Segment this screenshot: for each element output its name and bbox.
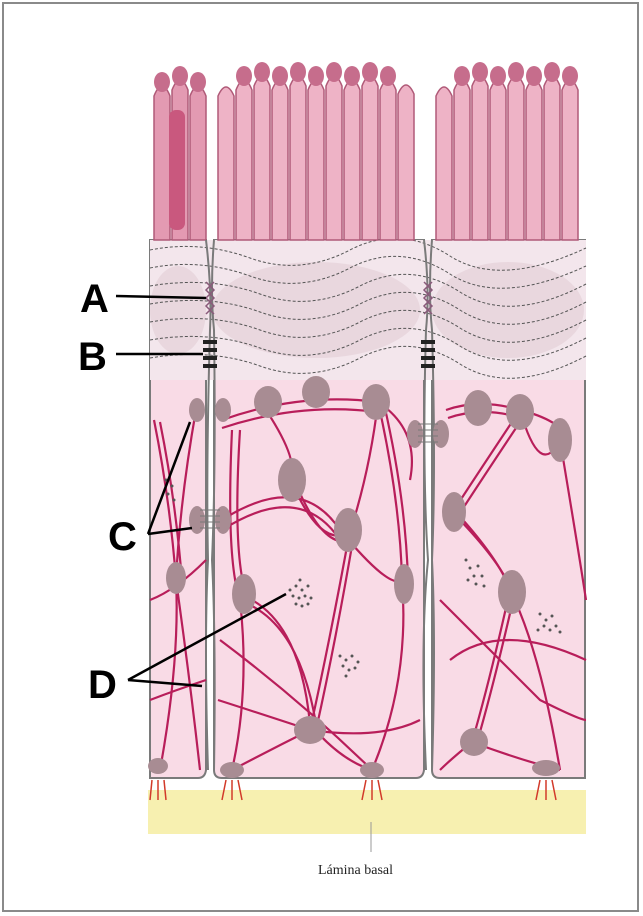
microvilli-right	[436, 76, 578, 240]
label-b: B	[78, 335, 107, 379]
basal-lamina	[148, 790, 586, 834]
microvilli-left	[154, 80, 206, 240]
label-c: C	[108, 515, 137, 559]
microvilli-middle	[218, 76, 414, 240]
basal-lamina-caption: Lámina basal	[318, 863, 393, 878]
label-d: D	[88, 663, 117, 707]
label-a: A	[80, 277, 109, 321]
